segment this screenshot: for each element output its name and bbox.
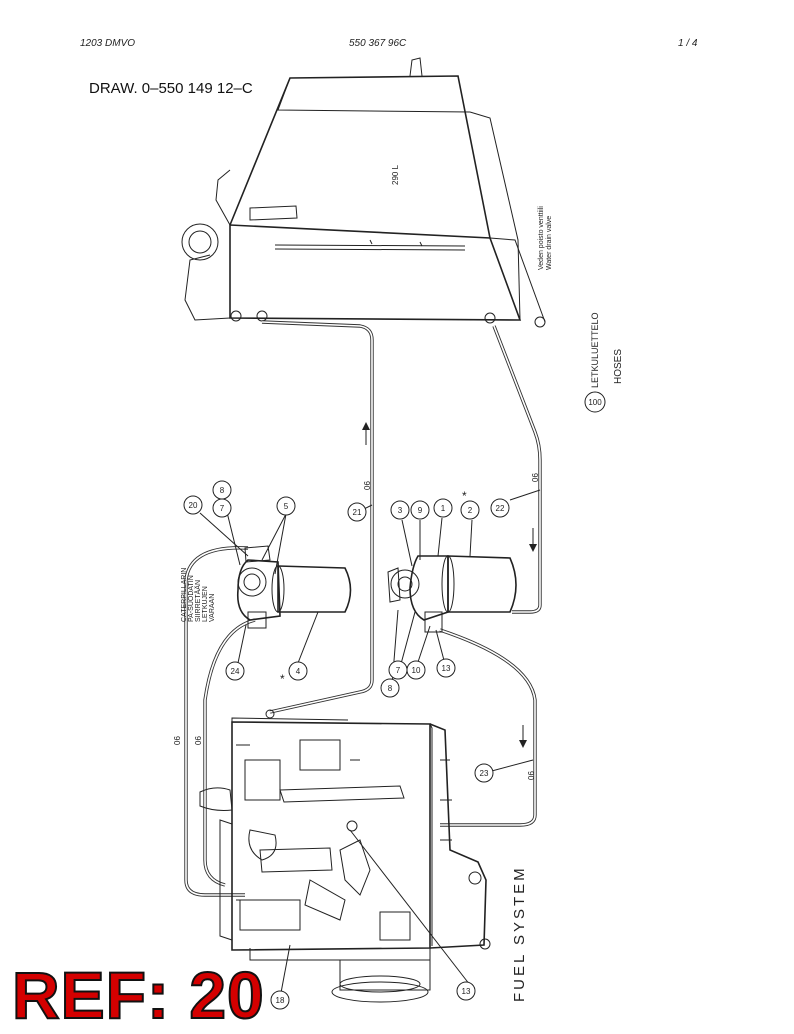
cat-filter-note-line: VARAAN xyxy=(209,594,216,622)
callout-bubble: 21 xyxy=(347,502,367,522)
svg-text:9: 9 xyxy=(418,506,423,515)
svg-text:7: 7 xyxy=(220,504,225,513)
svg-text:13: 13 xyxy=(442,664,451,673)
section-title: FUEL SYSTEM xyxy=(511,865,528,1002)
water-separator-filter xyxy=(387,555,517,633)
callout-bubble: 9 xyxy=(410,500,430,520)
fuel-tank xyxy=(181,57,546,328)
asterisk-mark: * xyxy=(462,489,467,503)
callout-bubble: 20 xyxy=(183,495,203,515)
ref-label: REF: 20 xyxy=(11,958,265,1032)
svg-text:23: 23 xyxy=(480,769,489,778)
callout-bubble: 22 xyxy=(490,498,510,518)
svg-text:21: 21 xyxy=(353,508,362,517)
water-valve-label-en: Water drain valve xyxy=(546,216,553,270)
callout-bubble: 13 xyxy=(456,981,476,1001)
svg-text:8: 8 xyxy=(388,684,393,693)
callout-bubble: 2 xyxy=(460,500,480,520)
hose-size-label: 06 xyxy=(363,481,372,490)
callout-bubble: 23 xyxy=(474,763,494,783)
callout-bubble: 24 xyxy=(225,661,245,681)
svg-text:1: 1 xyxy=(441,504,446,513)
callout-bubble: 8 xyxy=(380,678,400,698)
caterpillar-fuel-filter xyxy=(236,545,352,629)
hose-size-label: 06 xyxy=(531,473,540,482)
svg-text:2: 2 xyxy=(468,506,473,515)
svg-text:20: 20 xyxy=(189,501,198,510)
water-valve-label-fi: Veden poisto venttiili xyxy=(538,206,545,270)
callout-bubble: 7 xyxy=(388,660,408,680)
callout-bubble: 4 xyxy=(288,661,308,681)
callout-bubble: 5 xyxy=(276,496,296,516)
callout-bubble: 3 xyxy=(390,500,410,520)
hose-legend-bubble: 100 xyxy=(584,391,606,413)
hose-legend-en: HOSES xyxy=(613,349,624,384)
hose-legend-fi: LETKULUETTELO xyxy=(590,312,600,388)
callout-bubble: 7 xyxy=(212,498,232,518)
engine-block xyxy=(199,709,491,1003)
svg-text:8: 8 xyxy=(220,486,225,495)
svg-text:3: 3 xyxy=(398,506,403,515)
tank-capacity-label: 290 L xyxy=(391,164,400,185)
svg-text:18: 18 xyxy=(276,996,285,1005)
cat-filter-note-line: PA-SUODATIN xyxy=(188,575,195,622)
svg-text:7: 7 xyxy=(396,666,401,675)
header-model: 1203 DMVO xyxy=(80,38,136,49)
callout-bubble: 1 xyxy=(433,498,453,518)
asterisk-mark: * xyxy=(280,672,285,686)
leader-lines xyxy=(199,489,541,999)
svg-text:22: 22 xyxy=(496,504,505,513)
callout-bubble: 10 xyxy=(406,660,426,680)
callout-bubble: 18 xyxy=(270,990,290,1010)
header-part-number: 550 367 96C xyxy=(349,38,407,49)
header-page-number: 1 / 4 xyxy=(678,38,698,49)
svg-text:4: 4 xyxy=(296,667,301,676)
fuel-hoses xyxy=(184,320,542,897)
cat-filter-note-line: SIIRRETÄÄN xyxy=(194,580,202,622)
hose-size-label: 06 xyxy=(527,771,536,780)
svg-text:13: 13 xyxy=(462,987,471,996)
svg-text:5: 5 xyxy=(284,502,289,511)
cat-filter-note-line: LETKUJEN xyxy=(202,586,209,622)
callout-bubble: 13 xyxy=(436,658,456,678)
flow-arrows xyxy=(362,422,537,748)
drawing-number: DRAW. 0–550 149 12–C xyxy=(89,80,253,97)
hose-size-label: 06 xyxy=(194,736,203,745)
svg-text:10: 10 xyxy=(412,666,421,675)
cat-filter-note-line: CATERPILLARIN xyxy=(181,568,188,622)
svg-text:100: 100 xyxy=(588,398,602,407)
svg-text:24: 24 xyxy=(231,667,240,676)
hose-size-label: 06 xyxy=(173,736,182,745)
callout-bubble: 8 xyxy=(212,480,232,500)
